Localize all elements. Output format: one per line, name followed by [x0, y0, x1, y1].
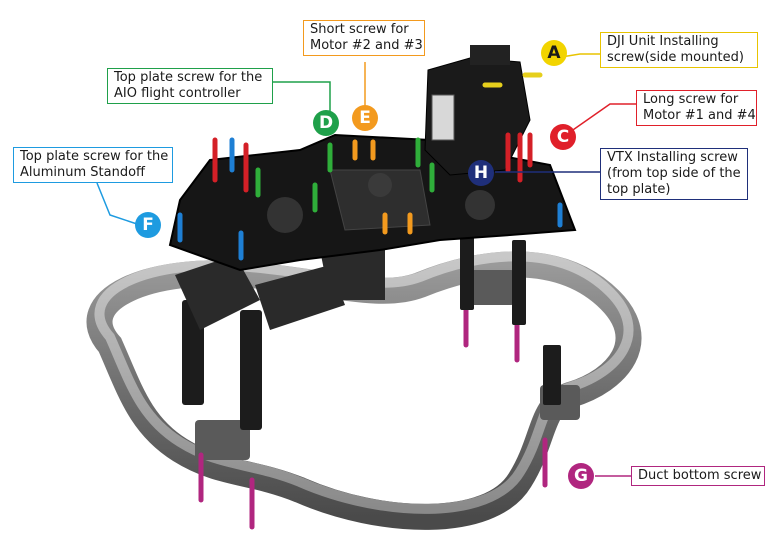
- callout-a-line2: screw(side mounted): [607, 50, 744, 65]
- callout-aio-flight-controller-screw: Top plate screw for the AIO flight contr…: [107, 68, 273, 104]
- yellow-screws: [482, 72, 543, 88]
- duct-bottom-screws: [198, 307, 548, 530]
- callout-long-motor-screw: Long screw for Motor #1 and #4: [636, 90, 757, 126]
- callout-g-line1: Duct bottom screw: [638, 468, 762, 483]
- badge-a: A: [541, 40, 567, 66]
- callout-c-line1: Long screw for: [643, 92, 739, 107]
- callout-c-line2: Motor #1 and #4: [643, 108, 756, 123]
- badge-h: H: [468, 160, 494, 186]
- blue-screws: [177, 137, 563, 261]
- callout-d-line2: AIO flight controller: [114, 86, 241, 101]
- callout-a-line1: DJI Unit Installing: [607, 34, 719, 49]
- long-screws-red: [212, 132, 533, 193]
- callout-h-line1: VTX Installing screw: [607, 150, 738, 165]
- dji-unit: [424, 45, 531, 176]
- callout-aluminum-standoff-screw: Top plate screw for the Aluminum Standof…: [13, 147, 173, 183]
- callout-vtx-screw: VTX Installing screw (from top side of t…: [600, 148, 748, 200]
- badge-e: E: [352, 105, 378, 131]
- green-screws: [255, 137, 435, 213]
- callout-duct-bottom-screw: Duct bottom screw: [631, 466, 765, 486]
- callout-e-line2: Motor #2 and #3: [310, 38, 423, 53]
- callout-dji-unit-screw: DJI Unit Installing screw(side mounted): [600, 32, 758, 68]
- callout-short-motor-screw: Short screw for Motor #2 and #3: [303, 20, 425, 56]
- badge-c: C: [550, 124, 576, 150]
- callout-d-line1: Top plate screw for the: [114, 70, 263, 85]
- callout-f-line1: Top plate screw for the: [20, 149, 169, 164]
- badge-d: D: [313, 110, 339, 136]
- badge-g: G: [568, 463, 594, 489]
- callout-e-line1: Short screw for: [310, 22, 409, 37]
- orange-screws: [352, 139, 413, 235]
- callout-h-line2: (from top side of the: [607, 166, 741, 181]
- callout-h-line3: top plate): [607, 182, 671, 197]
- badge-f: F: [135, 212, 161, 238]
- callout-f-line2: Aluminum Standoff: [20, 165, 146, 180]
